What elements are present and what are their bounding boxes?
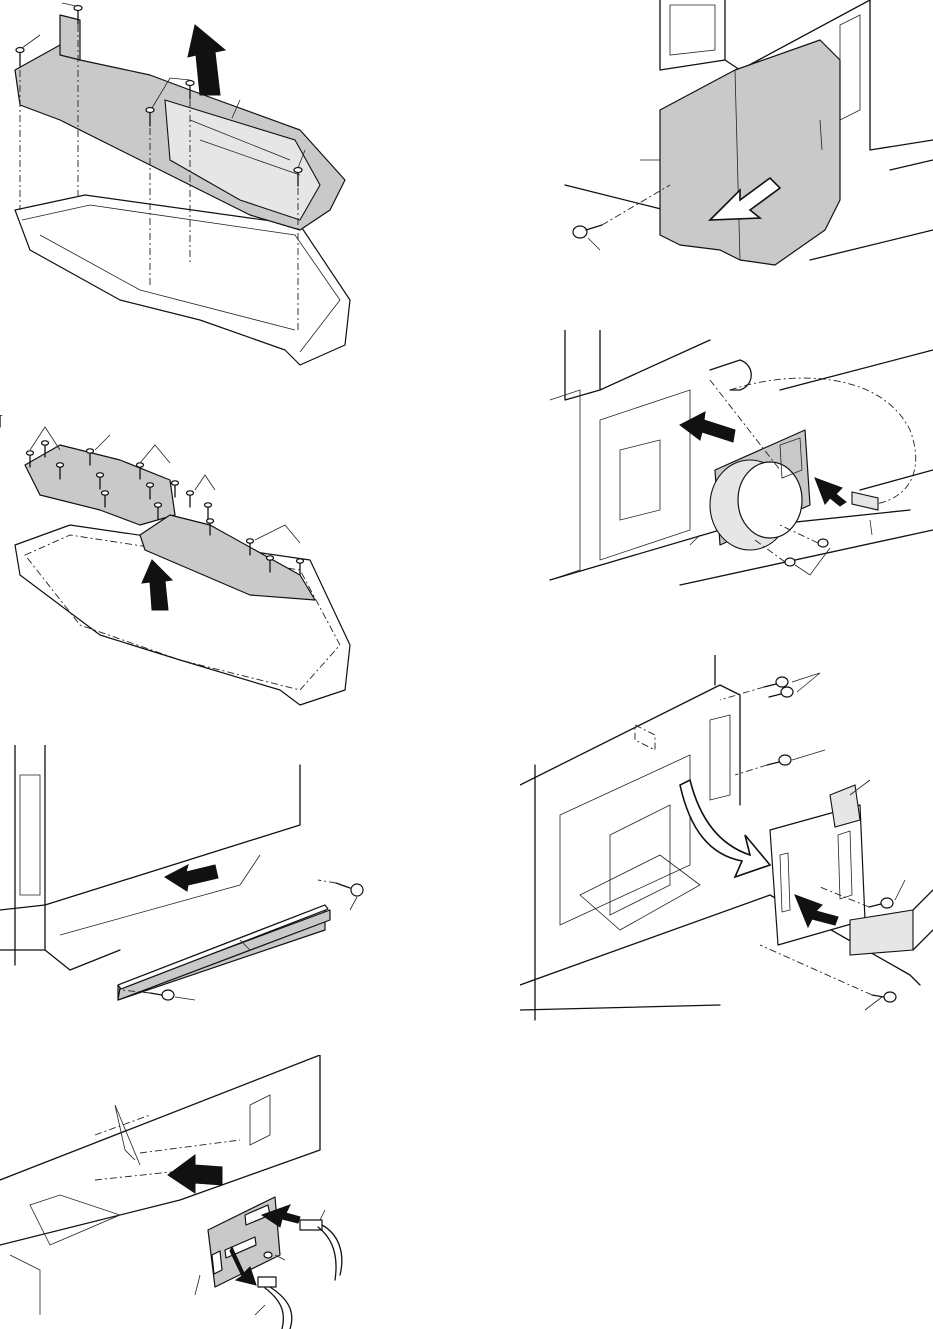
screw-icon [767,755,791,765]
figure-cover-removal [0,0,370,375]
diagram-side-cover [540,0,933,285]
screw-icon [769,687,793,697]
left-arrow-icon [680,412,735,442]
connector-icon [852,492,878,510]
figure-lower-cover [0,745,370,1010]
screw-icon [0,415,4,427]
figure-pwb-removal [520,655,933,1025]
screw-icon [336,883,363,896]
screw-icon [16,48,24,67]
screw-icon [264,1252,272,1258]
left-arrow-icon [165,865,218,891]
diagram-pwb [520,655,933,1025]
figure-board-removal [0,1055,370,1329]
diagram-cover [0,0,370,375]
side-cover-panel [660,40,840,265]
screw-icon [869,898,893,908]
figure-motor-removal [540,330,933,590]
connector-icon [258,1277,292,1329]
right-arrow-icon [815,478,846,506]
diagram-board [0,1055,370,1329]
diagram-plate [0,415,370,710]
screw-icon [764,677,788,687]
diagram-motor [540,330,933,590]
screw-icon [573,225,602,238]
connector-icon [300,1220,342,1280]
screw-icon [872,992,896,1002]
curved-arrow-icon [680,780,770,877]
screw-icon [818,539,828,547]
diagram-lower-cover [0,745,370,1010]
screw-icon [150,990,174,1000]
figure-side-cover [540,0,933,285]
figure-plate-removal [0,415,370,710]
screw-icon [785,558,795,566]
